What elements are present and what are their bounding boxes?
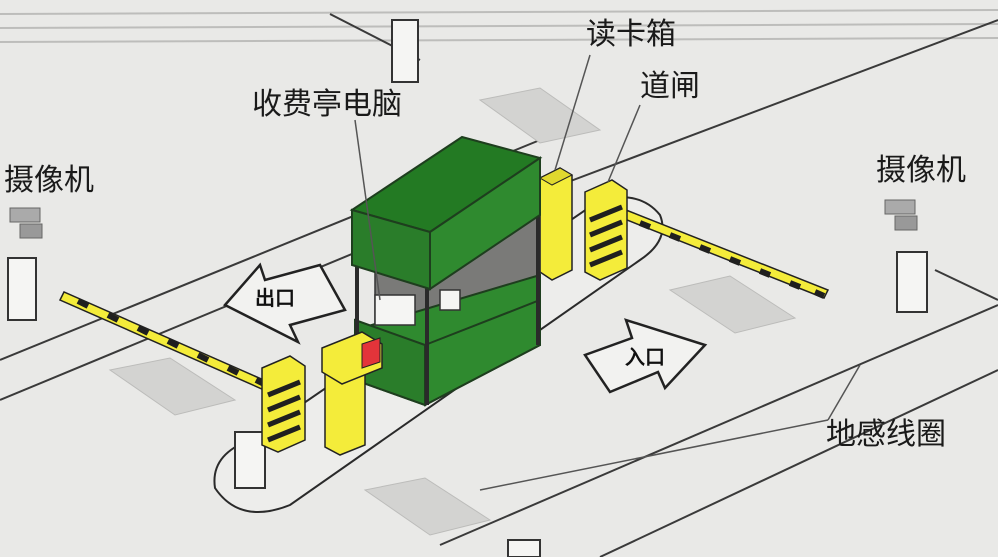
loop-detectors bbox=[108, 87, 797, 536]
exit-label: 出口 bbox=[255, 286, 295, 310]
card-reader-label: 读卡箱 bbox=[586, 17, 676, 52]
left-barrier-gate bbox=[261, 355, 306, 453]
top-post bbox=[391, 19, 419, 83]
booth-computer-label: 收费亭电脑 bbox=[252, 87, 402, 122]
right-camera bbox=[884, 199, 928, 313]
top-road-edge bbox=[0, 9, 998, 43]
gate-label: 道闸 bbox=[640, 69, 700, 104]
left-camera bbox=[7, 207, 43, 321]
leader-lines bbox=[354, 54, 861, 491]
bottom-post bbox=[507, 539, 541, 557]
entrance-arrow bbox=[583, 318, 708, 394]
card-reader-right bbox=[538, 167, 574, 281]
exit-arrow bbox=[222, 262, 347, 345]
camera-left-label: 摄像机 bbox=[4, 163, 94, 198]
loop-detector-label: 地感线圈 bbox=[826, 417, 946, 452]
camera-right-label: 摄像机 bbox=[876, 153, 966, 188]
toll-booth bbox=[349, 135, 543, 407]
right-barrier-gate bbox=[584, 179, 628, 281]
front-left-post bbox=[234, 431, 266, 489]
card-reader-front bbox=[321, 331, 383, 456]
entrance-label: 入口 bbox=[625, 345, 665, 369]
